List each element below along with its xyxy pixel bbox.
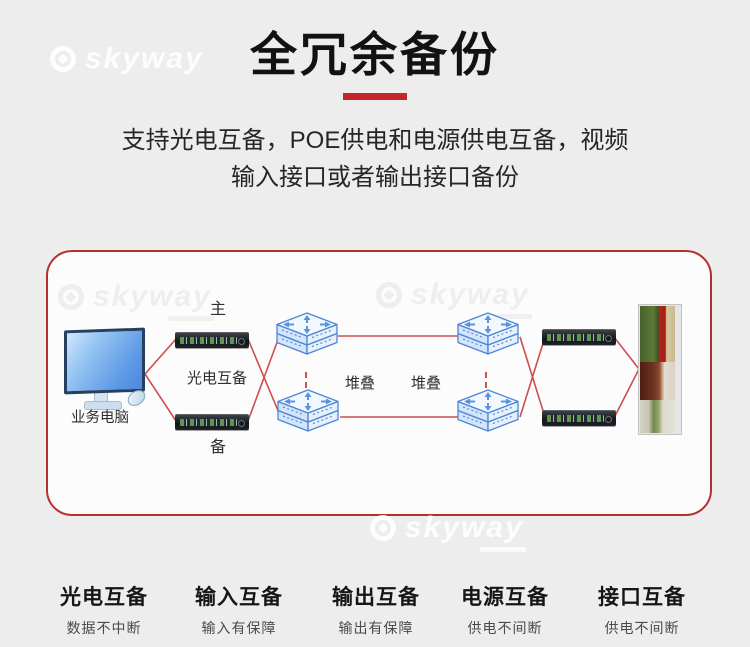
subtitle-line-1: 支持光电互备，POE供电和电源供电互备，视频 [121, 127, 629, 154]
feature-desc: 输入有保障 [201, 620, 277, 636]
network-switch-icon-left-bottom [274, 388, 342, 440]
feature-desc: 供电不间断 [604, 620, 680, 636]
brand-watermark: skyway [368, 513, 526, 552]
connection-lines [144, 335, 640, 422]
network-switch-icon-right-top [454, 311, 522, 363]
watermark-text: skyway [405, 513, 526, 552]
matrix-device-output-top [542, 329, 616, 345]
video-wall-segment [640, 306, 675, 362]
subtitle-line-2: 输入接口或者输出接口备份 [231, 164, 519, 191]
feature-item-power: 电源互备 供电不间断 [461, 581, 549, 638]
feature-title: 光电互备 [60, 586, 148, 609]
primary-label: 主 [209, 301, 226, 318]
optical-backup-label: 光电互备 [186, 370, 247, 387]
feature-desc: 输出有保障 [338, 620, 414, 636]
network-switch-icon-left-top [273, 311, 341, 363]
business-computer-label: 业务电脑 [71, 410, 129, 426]
matrix-device-backup [175, 414, 249, 430]
watermark-logo-icon [370, 515, 396, 541]
feature-item-output: 输出互备 输出有保障 [332, 581, 420, 638]
feature-item-interface: 接口互备 供电不间断 [598, 581, 686, 638]
network-switch-icon-right-bottom [454, 388, 522, 440]
monitor-base [84, 401, 122, 410]
title-divider [343, 93, 407, 100]
video-wall-screen [640, 306, 675, 433]
feature-item-optical: 光电互备 数据不中断 [60, 581, 148, 638]
stack-label-left: 堆叠 [344, 375, 375, 392]
stack-label-right: 堆叠 [410, 375, 441, 392]
feature-title: 电源互备 [461, 586, 549, 609]
feature-title: 输入互备 [195, 586, 283, 609]
video-wall [638, 304, 682, 435]
matrix-device-primary [175, 332, 249, 348]
feature-title: 输出互备 [332, 586, 420, 609]
page-subtitle: 支持光电互备，POE供电和电源供电互备，视频 输入接口或者输出接口备份 [0, 122, 750, 196]
page-title: 全冗余备份 [250, 28, 500, 81]
backup-label: 备 [209, 439, 226, 456]
video-wall-segment [640, 362, 675, 400]
video-wall-segment [640, 400, 675, 433]
feature-item-input: 输入互备 输入有保障 [195, 581, 283, 638]
stack-link-right [485, 372, 487, 388]
feature-title: 接口互备 [598, 586, 686, 609]
feature-desc: 数据不中断 [66, 620, 142, 636]
monitor-icon [64, 327, 145, 395]
matrix-device-output-bottom [542, 410, 616, 426]
redundancy-diagram: skyway skyway 业务电脑 主 光电互备 备 堆叠 堆叠 [46, 250, 712, 516]
stack-link-left [305, 372, 307, 388]
feature-desc: 供电不间断 [467, 620, 543, 636]
